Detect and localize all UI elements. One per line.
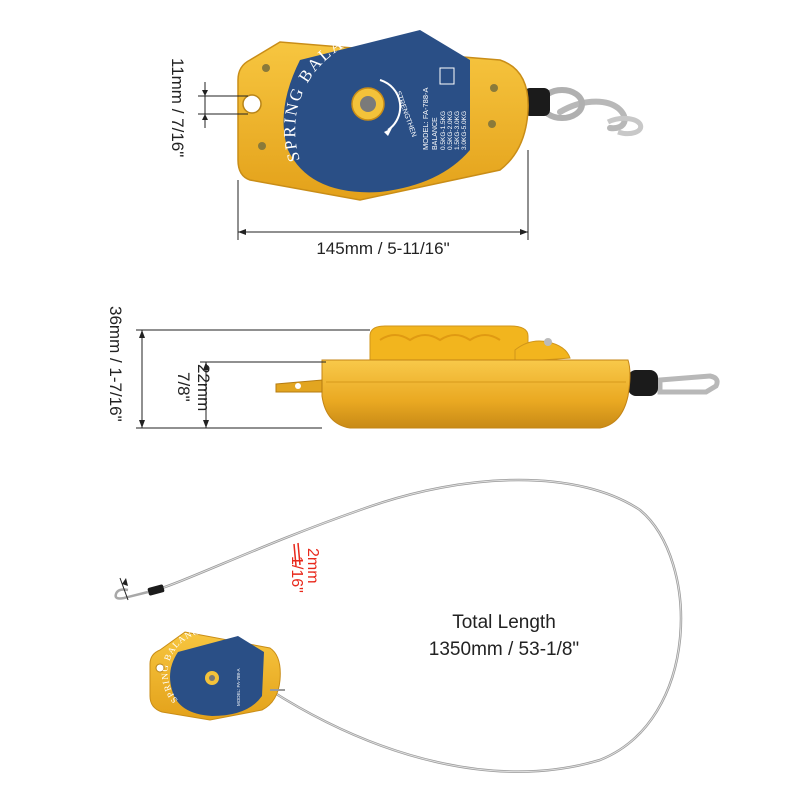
cable-mm-text: 2mm [304,548,321,584]
total-length-label: Total Length 1350mm / 53-1/8" [429,612,579,660]
balance-row: 3.0KG-5.0KG [461,111,468,150]
balance-title: BALANCE [432,117,439,150]
body-height-in-text: 7/8" [174,372,193,402]
hole-dimension: 11mm / 7/16" [168,58,248,157]
small-model-label: MODEL: FA-788-A [236,668,241,706]
body-height-mm-text: 22mm [194,364,213,411]
front-view-balancer: SPRING BALANCER STRENGTHEN MODEL: FA-788… [237,20,644,201]
logo-icon [439,67,455,85]
cable-view: SPRING BALANCER MODEL: FA-788-A [114,478,683,773]
hole-dimension-text: 11mm / 7/16" [168,58,187,157]
total-length-title: Total Length [452,612,556,633]
hook-icon [524,87,644,137]
width-dimension: 145mm / 5-11/16" [237,150,529,258]
cable-in-text: 1/16" [288,556,305,593]
cable-diameter-dimension: 2mm 1/16" [288,542,321,593]
mounting-hole [242,94,262,114]
total-height-text: 36mm / 1-7/16" [106,306,125,422]
total-length-value: 1350mm / 53-1/8" [429,639,579,660]
balance-row: 1.5KG-3.0KG [454,111,461,150]
balance-row: 0.5KG-2.0KG [447,111,454,150]
width-dimension-text: 145mm / 5-11/16" [316,239,449,258]
model-label: MODEL: FA-788-A [421,87,430,150]
side-view-balancer [275,325,720,429]
balance-row: 0.5KG-1.5KG [440,111,447,150]
height-dimensions: 36mm / 1-7/16" 22mm 7/8" [106,306,370,429]
